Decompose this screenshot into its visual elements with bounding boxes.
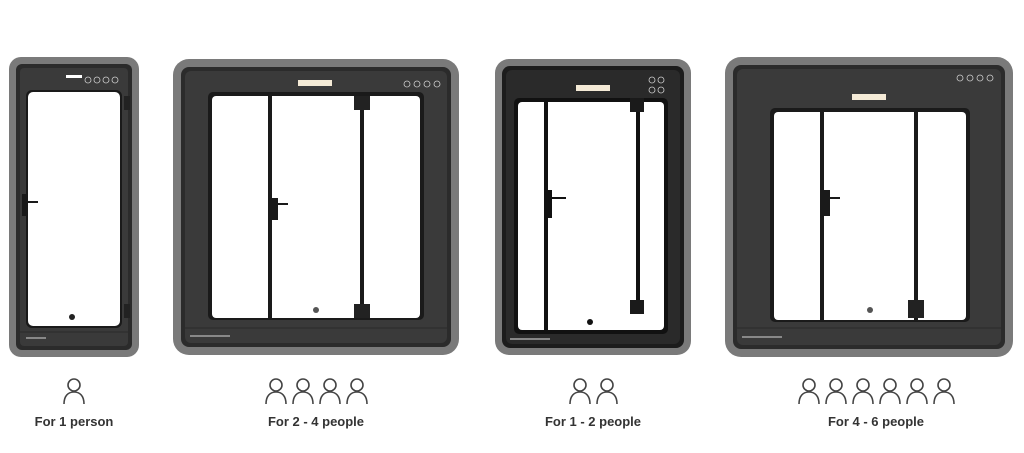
- person-icon: [851, 378, 874, 405]
- pod-4-6-people: [724, 56, 1014, 358]
- person-icon: [797, 378, 820, 405]
- person-icon: [568, 378, 591, 405]
- person-icon: [345, 378, 368, 405]
- booth-2-4-people-image: [173, 59, 459, 355]
- booth-1-2-people-image: [495, 59, 691, 355]
- caption-4-6-people: For 4 - 6 people: [786, 377, 966, 429]
- glass-door: [28, 92, 120, 326]
- booth-1-person-image: [9, 57, 139, 357]
- caption-label: For 2 - 4 people: [267, 414, 365, 429]
- booth-4-6-people-image: [725, 57, 1013, 357]
- person-icon: [878, 378, 901, 405]
- glass-front: [212, 96, 420, 318]
- person-icon: [291, 378, 314, 405]
- glass-front: [774, 112, 966, 320]
- pod-1-2-people: [494, 58, 692, 356]
- door-handle: [544, 190, 552, 218]
- person-icon: [595, 378, 618, 405]
- glass-door: [518, 102, 664, 330]
- pod-1-person: [8, 56, 140, 358]
- door-handle: [22, 194, 28, 216]
- people-icons: [14, 377, 134, 405]
- person-icon: [824, 378, 847, 405]
- caption-1-person: For 1 person: [14, 377, 134, 429]
- pod-2-4-people: [172, 58, 460, 356]
- person-icon: [63, 378, 85, 405]
- caption-1-2-people: For 1 - 2 people: [518, 377, 668, 429]
- caption-label: For 1 - 2 people: [544, 414, 642, 429]
- caption-label: For 4 - 6 people: [827, 414, 925, 429]
- caption-2-4-people: For 2 - 4 people: [241, 377, 391, 429]
- light-strip: [298, 80, 332, 86]
- light-strip: [852, 94, 886, 100]
- person-icon: [905, 378, 928, 405]
- light-strip: [576, 85, 610, 91]
- light-strip: [66, 75, 82, 78]
- person-icon: [318, 378, 341, 405]
- person-icon: [932, 378, 955, 405]
- door-handle: [272, 198, 278, 220]
- door-handle: [824, 190, 830, 216]
- people-icons: [241, 377, 391, 405]
- person-icon: [264, 378, 287, 405]
- people-icons: [518, 377, 668, 405]
- people-icons: [786, 377, 966, 405]
- caption-label: For 1 person: [34, 414, 114, 429]
